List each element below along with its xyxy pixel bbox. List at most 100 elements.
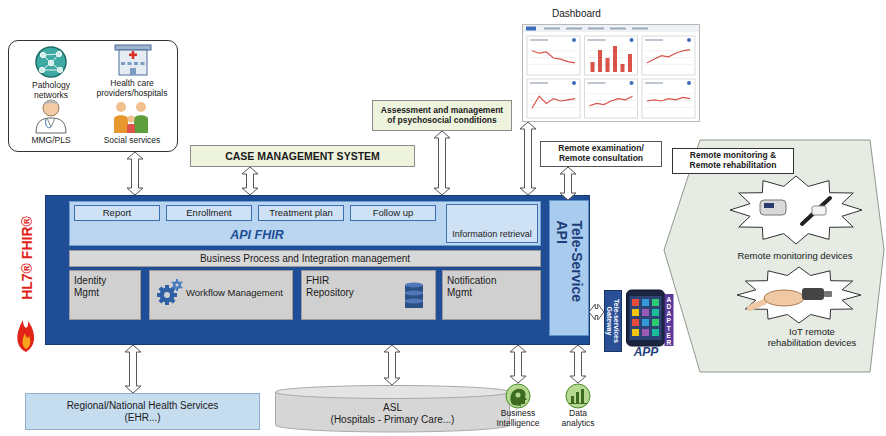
node-label: Follow up xyxy=(373,208,414,219)
service-box: Remote examination/ Remote consultation xyxy=(540,141,662,167)
doctor-icon xyxy=(47,118,55,127)
chart-line xyxy=(647,97,690,101)
chart-line xyxy=(532,96,575,108)
database-icon xyxy=(405,299,423,304)
device-area: Remote monitoring & Remote rehabilitatio… xyxy=(664,140,884,372)
network-node xyxy=(48,60,53,65)
app-tile xyxy=(642,329,649,336)
label-text: MMG/PLS xyxy=(13,136,89,146)
node-label: (EHR...) xyxy=(124,412,160,424)
api-box: Report xyxy=(74,205,160,221)
chart-bar xyxy=(591,62,595,72)
double-arrow xyxy=(242,167,258,195)
grid-line xyxy=(530,50,577,51)
label-text: Health care providers/hospitals xyxy=(89,79,175,99)
panel-toggle xyxy=(572,81,576,85)
panel-toggle xyxy=(687,38,691,42)
screen-frame xyxy=(523,25,700,122)
panel-title-bar xyxy=(588,39,606,41)
analytics-icon: Business Intelligence xyxy=(490,383,546,435)
network-node xyxy=(40,52,45,57)
window xyxy=(141,62,145,65)
device-region xyxy=(664,140,884,372)
panel-title-bar xyxy=(645,82,663,84)
double-arrow xyxy=(560,167,576,200)
grid-line xyxy=(530,64,577,65)
door xyxy=(130,68,136,75)
double-arrow xyxy=(384,345,400,385)
dash-drawing xyxy=(522,24,700,122)
panel-title-bar xyxy=(530,82,548,84)
node-label: Treatment plan xyxy=(269,208,333,219)
grid-line xyxy=(530,93,577,94)
gear-hole xyxy=(164,292,170,298)
label-text: Remote monitoring devices xyxy=(720,251,870,262)
network-node xyxy=(39,67,44,72)
adapter-strip xyxy=(665,294,674,346)
panel-toggle xyxy=(630,38,634,42)
platform: Report Enrollment Treatment plan Follow up I… xyxy=(45,195,590,345)
api-box: Follow up xyxy=(350,205,436,221)
starburst xyxy=(737,267,861,323)
analytics-icon: Data analytics xyxy=(550,383,606,435)
label-text: Social services xyxy=(89,136,175,146)
cylinder-top xyxy=(276,386,510,399)
app-tile xyxy=(642,319,649,326)
app-tile xyxy=(652,299,659,306)
panel-title-bar xyxy=(588,82,606,84)
panel-title-bar xyxy=(645,39,663,41)
process-bar: Business Process and Integration managem… xyxy=(69,250,541,267)
cross xyxy=(132,51,135,59)
dashboard-screen: Dashboard xyxy=(522,24,700,122)
chart-bar xyxy=(606,58,610,72)
node-label: CASE MANAGEMENT SYSTEM xyxy=(225,150,380,162)
label-text: Pathology networks xyxy=(18,81,84,101)
rehab-device xyxy=(824,291,832,297)
head-icon xyxy=(510,389,527,406)
database-cylinder: ASL(Hospitals - Primary Care...) xyxy=(275,385,510,432)
module-box: Identity Mgmt xyxy=(69,270,141,320)
api-box: Enrollment xyxy=(166,205,252,221)
label-text: API FHIR xyxy=(70,228,444,242)
label-text: Workflow Management xyxy=(186,288,290,299)
label-text: IoT remote rehabilitation devices xyxy=(766,327,858,349)
api-box: Information retrieval xyxy=(446,204,538,243)
icon-circle xyxy=(506,384,530,408)
chart-panel xyxy=(585,79,638,118)
grid-line xyxy=(588,57,635,58)
app-tile xyxy=(652,329,659,336)
label-text: Dashboard xyxy=(552,8,642,20)
app-tile xyxy=(652,309,659,316)
chart-axis xyxy=(569,403,587,404)
grid-line xyxy=(645,64,692,65)
label-text: Identity Mgmt xyxy=(74,275,129,298)
double-arrow xyxy=(520,122,536,195)
network-icon xyxy=(36,47,66,77)
flame-logo xyxy=(23,333,31,349)
grid-line xyxy=(645,107,692,108)
chart-panel xyxy=(642,36,695,75)
menu-item xyxy=(610,28,626,30)
api-box: Treatment plan xyxy=(258,205,344,221)
double-arrow xyxy=(589,304,604,320)
flame-logo xyxy=(17,320,34,352)
grid-line xyxy=(588,107,635,108)
gear-hole xyxy=(176,284,179,287)
app-tile xyxy=(632,299,639,306)
chart-panel xyxy=(527,36,580,75)
double-arrow xyxy=(434,131,450,195)
icon-circle xyxy=(566,384,590,408)
monitor-device xyxy=(760,200,786,215)
doctor-icon xyxy=(43,100,59,116)
node-label: Regional/National Health Services xyxy=(67,400,219,412)
node-label: Remote examination/ Remote consultation xyxy=(545,144,657,164)
double-arrow xyxy=(510,345,526,383)
family-icon xyxy=(116,102,126,112)
monitor-device xyxy=(802,198,830,224)
api-panel: Report Enrollment Treatment plan Follow up I… xyxy=(69,201,541,246)
chart-panel xyxy=(527,79,580,118)
phone-body xyxy=(627,290,665,346)
app-tile xyxy=(652,319,659,326)
external-service: Regional/National Health Services(EHR...… xyxy=(25,393,260,430)
